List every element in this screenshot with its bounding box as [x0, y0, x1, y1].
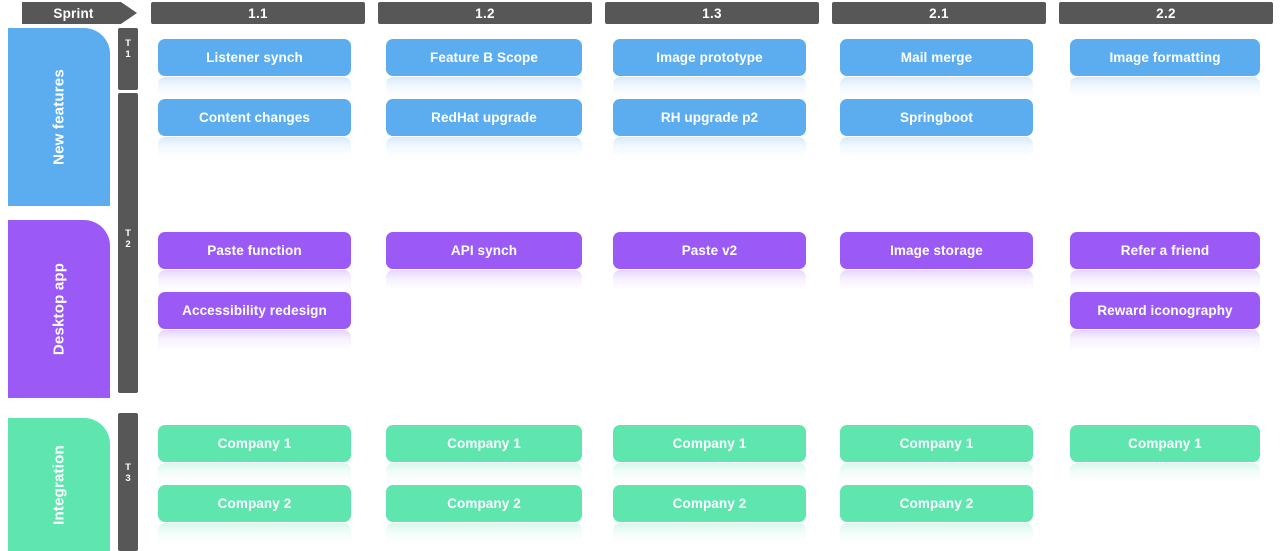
task-card[interactable]: Company 2	[386, 485, 582, 549]
task-card-label[interactable]: Company 2	[840, 485, 1033, 522]
task-card[interactable]: RH upgrade p2	[613, 99, 806, 163]
task-card-label[interactable]: Company 1	[1070, 425, 1260, 462]
task-card-reflection	[386, 270, 582, 296]
task-card-label[interactable]: RH upgrade p2	[613, 99, 806, 136]
task-card-reflection	[1070, 270, 1260, 296]
task-card-label[interactable]: Company 2	[613, 485, 806, 522]
task-card-label[interactable]: Content changes	[158, 99, 351, 136]
task-card[interactable]: Accessibility redesign	[158, 292, 351, 356]
task-card-label[interactable]: Accessibility redesign	[158, 292, 351, 329]
task-card[interactable]: API synch	[386, 232, 582, 296]
task-card-reflection	[1070, 463, 1260, 489]
task-card-label[interactable]: Company 1	[840, 425, 1033, 462]
task-card-label[interactable]: Paste function	[158, 232, 351, 269]
task-card-reflection	[386, 77, 582, 103]
task-card-label[interactable]: Image storage	[840, 232, 1033, 269]
task-card-reflection	[158, 523, 351, 549]
task-card-reflection	[613, 77, 806, 103]
task-card-reflection	[1070, 77, 1260, 103]
task-card-reflection	[386, 137, 582, 163]
task-card-reflection	[613, 137, 806, 163]
task-card-reflection	[613, 463, 806, 489]
task-card[interactable]: Company 1	[1070, 425, 1260, 489]
task-card-label[interactable]: Mail merge	[840, 39, 1033, 76]
column-header-1.3[interactable]: 1.3	[605, 2, 819, 24]
task-card-reflection	[840, 523, 1033, 549]
task-card-label[interactable]: Springboot	[840, 99, 1033, 136]
column-header-1.2[interactable]: 1.2	[378, 2, 592, 24]
timeframe-number: 3	[125, 473, 131, 484]
task-card-label[interactable]: Listener synch	[158, 39, 351, 76]
column-header-1.1[interactable]: 1.1	[151, 2, 365, 24]
task-card-reflection	[840, 270, 1033, 296]
task-card[interactable]: Company 1	[613, 425, 806, 489]
swimlane-label-desktop-app[interactable]: Desktop app	[8, 220, 110, 398]
task-card-reflection	[840, 463, 1033, 489]
swimlane-label-text: Desktop app	[50, 262, 68, 356]
task-card-label[interactable]: Image formatting	[1070, 39, 1260, 76]
task-card-reflection	[158, 330, 351, 356]
task-card-reflection	[158, 270, 351, 296]
swimlane-label-text: Integration	[50, 444, 68, 525]
task-card[interactable]: Springboot	[840, 99, 1033, 163]
timeframe-number: 2	[125, 239, 131, 250]
task-card[interactable]: Image storage	[840, 232, 1033, 296]
timeframe-letter: T	[125, 38, 131, 49]
task-card-label[interactable]: Image prototype	[613, 39, 806, 76]
swimlane-label-text: New features	[50, 69, 68, 165]
task-card-label[interactable]: Company 2	[158, 485, 351, 522]
task-card[interactable]: Image formatting	[1070, 39, 1260, 103]
task-card-reflection	[613, 523, 806, 549]
swimlane-label-new-features[interactable]: New features	[8, 28, 110, 206]
task-card-label[interactable]: Company 1	[613, 425, 806, 462]
task-card[interactable]: Company 1	[840, 425, 1033, 489]
task-card-reflection	[386, 463, 582, 489]
timeframe-letter: T	[125, 228, 131, 239]
task-card-reflection	[840, 77, 1033, 103]
task-card[interactable]: Paste function	[158, 232, 351, 296]
task-card-label[interactable]: Paste v2	[613, 232, 806, 269]
column-header-2.1[interactable]: 2.1	[832, 2, 1046, 24]
task-card[interactable]: Company 2	[613, 485, 806, 549]
task-card[interactable]: Feature B Scope	[386, 39, 582, 103]
task-card-label[interactable]: Feature B Scope	[386, 39, 582, 76]
task-card[interactable]: Mail merge	[840, 39, 1033, 103]
task-card-label[interactable]: RedHat upgrade	[386, 99, 582, 136]
task-card[interactable]: Image prototype	[613, 39, 806, 103]
task-card[interactable]: Content changes	[158, 99, 351, 163]
task-card[interactable]: Refer a friend	[1070, 232, 1260, 296]
task-card[interactable]: Listener synch	[158, 39, 351, 103]
task-card-reflection	[840, 137, 1033, 163]
task-card-label[interactable]: Company 2	[386, 485, 582, 522]
swimlane-label-integration[interactable]: Integration	[8, 418, 110, 551]
task-card-reflection	[158, 77, 351, 103]
task-card-label[interactable]: API synch	[386, 232, 582, 269]
timeframe-number: 1	[125, 49, 131, 60]
task-card-reflection	[386, 523, 582, 549]
task-card[interactable]: Paste v2	[613, 232, 806, 296]
task-card[interactable]: Reward iconography	[1070, 292, 1260, 356]
sprint-header-chip: Sprint	[22, 2, 137, 24]
task-card-label[interactable]: Company 1	[386, 425, 582, 462]
task-card-label[interactable]: Reward iconography	[1070, 292, 1260, 329]
task-card-reflection	[158, 463, 351, 489]
column-header-2.2[interactable]: 2.2	[1059, 2, 1273, 24]
task-card-label[interactable]: Company 1	[158, 425, 351, 462]
task-card[interactable]: Company 2	[158, 485, 351, 549]
task-card[interactable]: Company 1	[158, 425, 351, 489]
task-card-reflection	[1070, 330, 1260, 356]
timeframe-letter: T	[125, 462, 131, 473]
task-card[interactable]: Company 2	[840, 485, 1033, 549]
task-card-reflection	[613, 270, 806, 296]
task-card-reflection	[158, 137, 351, 163]
task-card-label[interactable]: Refer a friend	[1070, 232, 1260, 269]
task-card[interactable]: RedHat upgrade	[386, 99, 582, 163]
task-card[interactable]: Company 1	[386, 425, 582, 489]
